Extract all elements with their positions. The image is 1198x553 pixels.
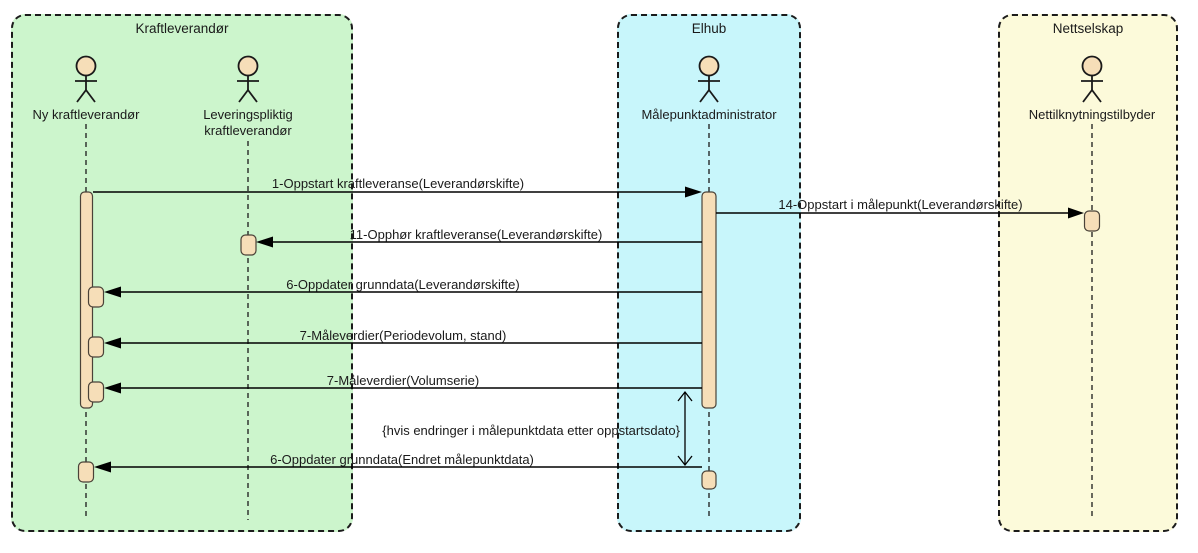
actor-label-malepunktadministrator: Målepunktadministrator <box>641 107 777 122</box>
group-box-kraftleverandor <box>11 14 353 532</box>
actor-label-nettilknytningstilbyder: Nettilknytningstilbyder <box>1028 107 1156 122</box>
activation-box-elhub-bottom <box>701 470 717 490</box>
message-label-14: 14-Oppstart i målepunkt(Leverandørskifte… <box>778 197 1023 212</box>
activation-box-oppstart-mp <box>1083 210 1101 232</box>
message-label-7a: 7-Måleverdier(Periodevolum, stand) <box>299 328 507 343</box>
group-box-nettselskap <box>998 14 1178 532</box>
activation-box-periodevolum <box>87 336 105 358</box>
group-title-elhub: Elhub <box>691 21 727 36</box>
condition-label: {hvis endringer i målepunktdata etter op… <box>382 423 680 438</box>
arrowhead-left-msg7b <box>104 382 121 394</box>
actor-icon-nettilknytningstilbyder <box>1081 55 1103 103</box>
duration-arrow <box>677 390 693 467</box>
message-label-6b: 6-Oppdater grunndata(Endret målepunktdat… <box>270 452 534 467</box>
duration-arrowhead-down <box>677 455 693 467</box>
actor-icon-malepunktadministrator <box>698 55 720 103</box>
activation-box-endret-grunndata <box>77 461 95 483</box>
arrowhead-right-msg14 <box>1068 207 1084 219</box>
duration-arrowhead-up <box>677 390 693 402</box>
message-label-11: 11-Opphør kraftleveranse(Leverandørskift… <box>349 227 603 242</box>
actor-label-leveringspliktig: Leveringspliktig kraftleverandør <box>203 107 293 138</box>
message-label-6a: 6-Oppdater grunndata(Leverandørskifte) <box>286 277 520 292</box>
activation-bar-elhub <box>701 191 717 409</box>
activation-box-opphor <box>240 234 257 256</box>
actor-label-ny-kraftleverandor: Ny kraftleverandør <box>32 107 140 122</box>
arrowhead-left-msg6b <box>94 461 111 473</box>
arrowhead-right-msg1 <box>685 186 702 198</box>
activation-box-grunndata <box>87 286 105 308</box>
message-label-1: 1-Oppstart kraftleveranse(Leverandørskif… <box>271 176 525 191</box>
group-title-nettselskap: Nettselskap <box>1052 21 1124 36</box>
arrowhead-left-msg11 <box>256 236 273 248</box>
actor-icon-ny-kraftleverandor <box>75 55 97 103</box>
arrowhead-left-msg7a <box>104 337 121 349</box>
message-label-7b: 7-Måleverdier(Volumserie) <box>326 373 480 388</box>
group-title-kraftleverandor: Kraftleverandør <box>135 21 229 36</box>
activation-box-volumserie <box>87 381 105 403</box>
actor-icon-leveringspliktig <box>237 55 259 103</box>
arrowhead-left-msg6a <box>104 286 121 298</box>
